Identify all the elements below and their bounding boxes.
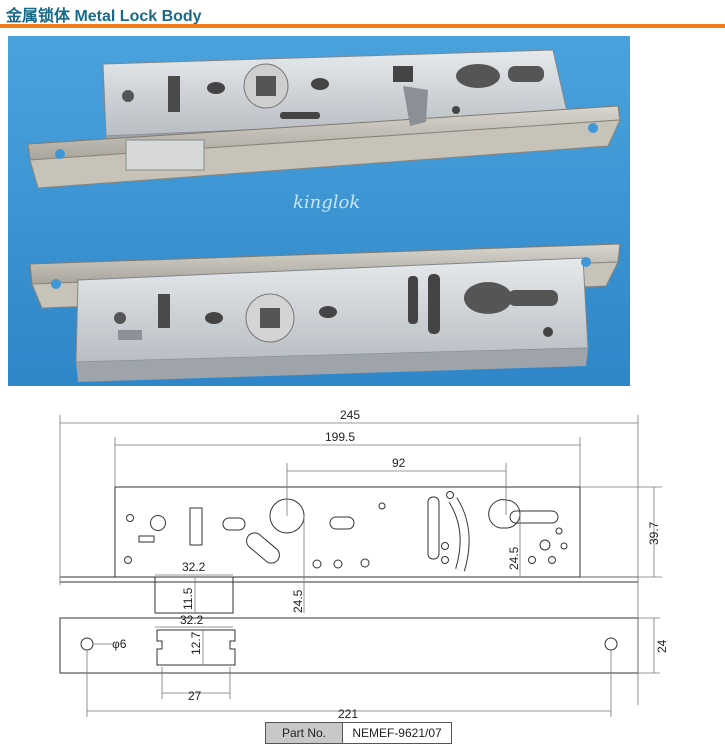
- dim-latch-height: 11.5: [181, 587, 195, 610]
- dim-latch-width: 32.2: [182, 560, 206, 574]
- dim-handle-center: 24.5: [291, 589, 305, 613]
- dim-hole-spacing: 221: [338, 707, 358, 720]
- technical-drawing: 245 199.5 92 39.7 32.2 11.5 24.5 24.5 32…: [40, 405, 680, 725]
- dim-backset: 92: [392, 456, 406, 470]
- dim-slot-height: 12.7: [189, 631, 203, 655]
- dim-overall-length: 245: [340, 408, 360, 422]
- dim-hole-diameter: φ6: [112, 637, 127, 651]
- dim-case-length: 199.5: [325, 430, 355, 444]
- faceplate-front: [59, 617, 639, 674]
- dim-faceplate-width: 24: [655, 639, 669, 653]
- product-photo: kinglok: [8, 36, 630, 386]
- lock-body-bottom: [29, 243, 621, 382]
- dim-slot-width: 32.2: [180, 613, 204, 627]
- lock-body-top: [27, 49, 621, 189]
- part-number-value: NEMEF-9621/07: [343, 723, 451, 743]
- part-number-box: Part No. NEMEF-9621/07: [265, 722, 452, 744]
- dim-slot-pitch: 27: [188, 689, 202, 703]
- latch-bolt: [154, 576, 234, 614]
- page-title: 金属锁体 Metal Lock Body: [6, 8, 202, 25]
- dim-case-height: 39.7: [647, 521, 661, 545]
- title-underline: [0, 24, 725, 28]
- dim-cylinder-center: 24.5: [507, 546, 521, 570]
- photo-watermark: kinglok: [293, 192, 360, 213]
- part-number-label: Part No.: [266, 723, 343, 743]
